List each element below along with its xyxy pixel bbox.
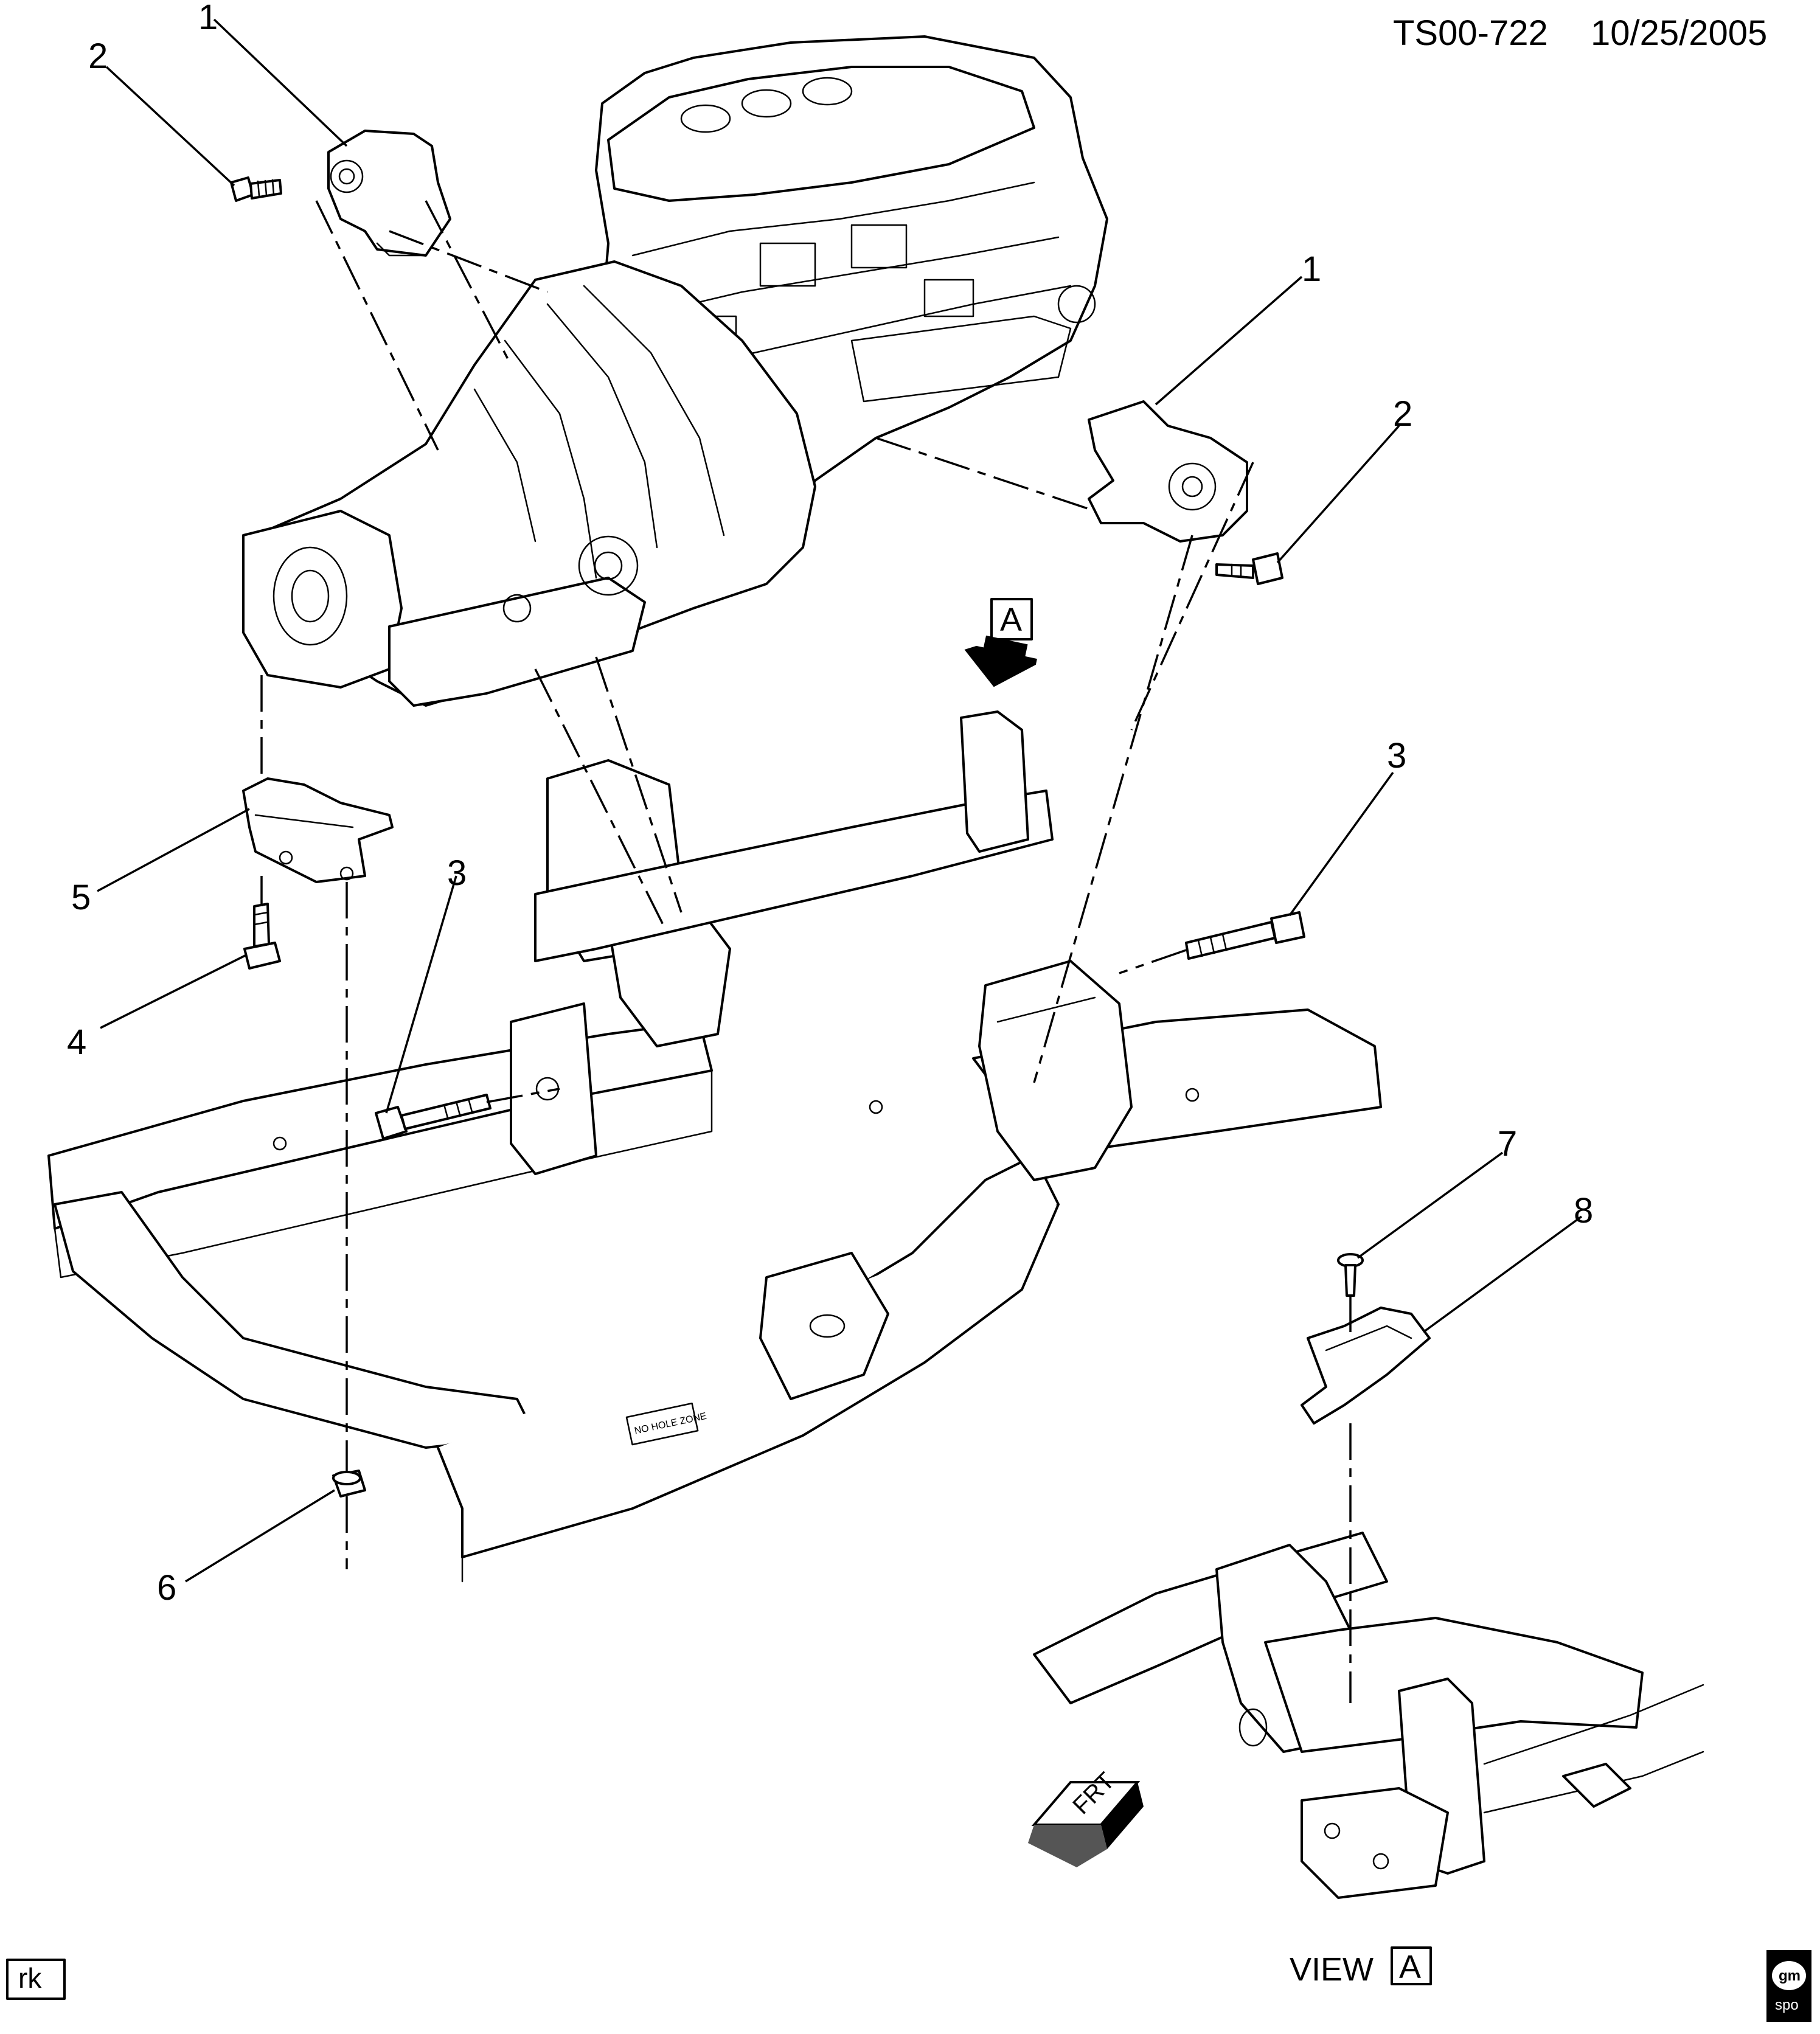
callout-1-left-mount: 1 <box>198 0 218 37</box>
front-direction-indicator: FRT <box>1028 1768 1144 1867</box>
view-a-inset-frame <box>1033 1532 1704 1899</box>
svg-text:rk: rk <box>18 1962 42 1994</box>
callout-6-nut: 6 <box>157 1568 176 1608</box>
initials-box: rk <box>6 1959 66 2000</box>
callout-2-right-bolt: 2 <box>1393 394 1412 434</box>
view-a-marker: A <box>964 598 1037 687</box>
vehicle-frame <box>47 710 1382 1583</box>
callout-7-retainer: 7 <box>1498 1124 1517 1164</box>
callout-3-right-bolt: 3 <box>1387 736 1406 776</box>
callout-labels: 1 2 1 2 3 3 4 5 6 7 8 <box>67 0 1593 1608</box>
through-bolt-right <box>1185 911 1305 960</box>
callout-1-right-mount: 1 <box>1302 249 1321 289</box>
callout-4-trans-bolt: 4 <box>67 1022 86 1062</box>
view-letter: A <box>1399 1949 1421 1985</box>
nut <box>332 1470 366 1498</box>
bolt-right-mount <box>1215 552 1283 585</box>
alignment-lines <box>260 200 1352 1703</box>
callout-5-trans-mount: 5 <box>71 878 91 917</box>
heat-shield <box>1301 1307 1431 1425</box>
callout-8-heat-shield: 8 <box>1574 1191 1593 1230</box>
gm-spo-logo: gm spo <box>1766 1950 1811 2022</box>
drawing-date: 10/25/2005 <box>1591 13 1767 53</box>
transmission-mount <box>242 777 394 883</box>
transmission-mount-bolt <box>243 903 281 970</box>
push-in-retainer <box>1337 1253 1364 1297</box>
through-bolt-left <box>375 1094 491 1140</box>
svg-text:spo: spo <box>1775 1997 1799 2013</box>
engine-transmission-assembly <box>242 35 1108 707</box>
view-a-caption: VIEW A <box>1290 1946 1432 1988</box>
svg-text:A: A <box>1000 602 1022 638</box>
callout-2-left-bolt: 2 <box>88 36 108 76</box>
engine-mount-bracket-right <box>1088 400 1248 543</box>
view-label: VIEW <box>1290 1951 1374 1988</box>
bolt-left-mount <box>230 176 282 202</box>
engine-mount-bracket-left <box>327 130 451 257</box>
drawing-id: TS00-722 <box>1393 13 1548 53</box>
svg-text:gm: gm <box>1779 1968 1801 1984</box>
callout-3-left-bolt: 3 <box>447 853 467 893</box>
leader-lines <box>97 18 1583 1583</box>
